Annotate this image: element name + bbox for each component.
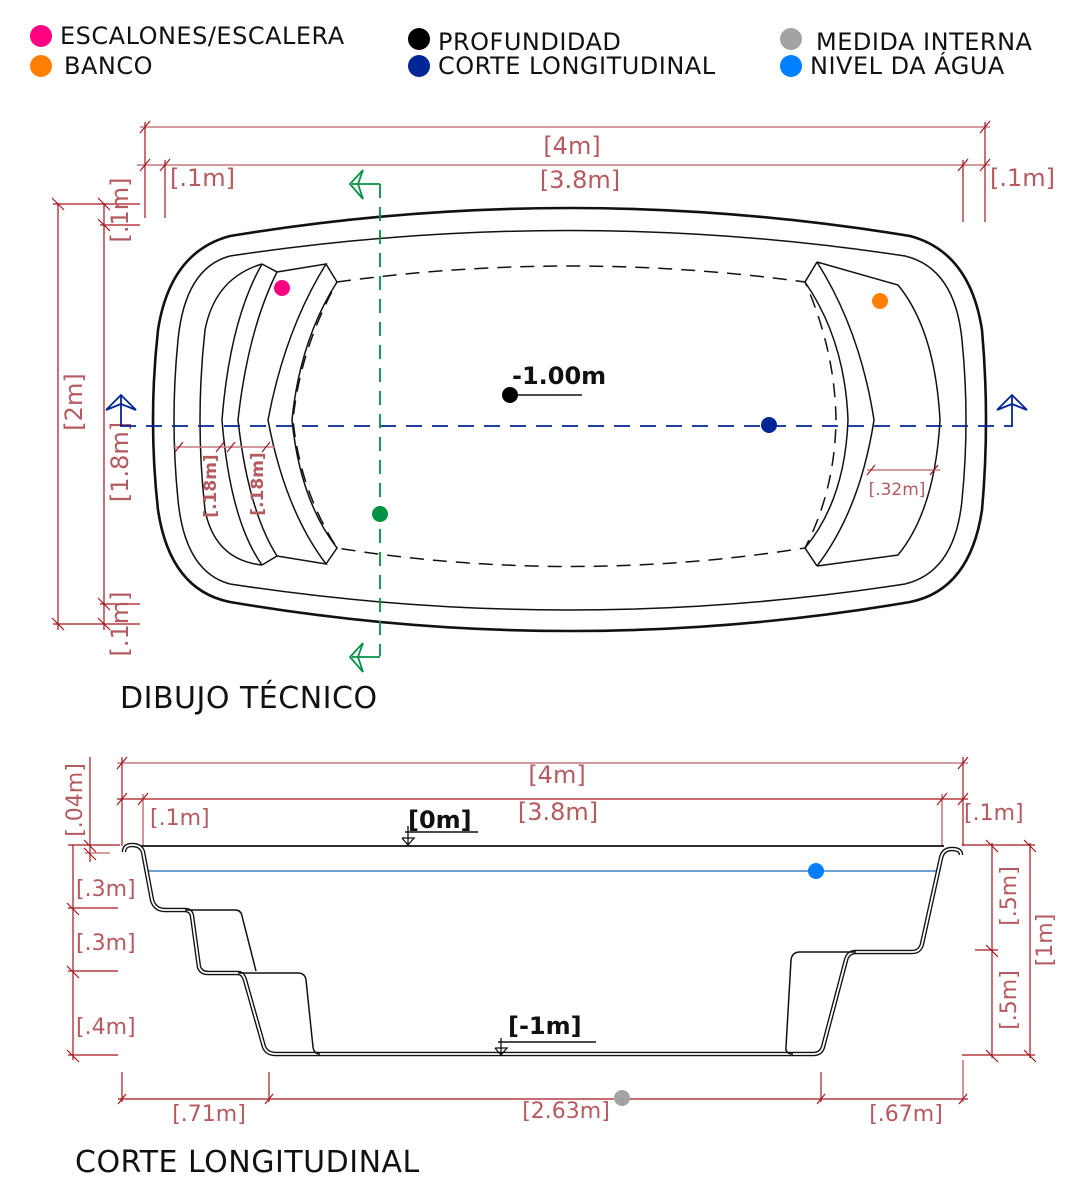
legend-item-corte: CORTE LONGITUDINAL xyxy=(408,52,716,80)
legend-item-nivel: NIVEL DA ÁGUA xyxy=(780,52,1005,80)
legend-dot-pink-icon xyxy=(30,25,52,47)
marker-banco xyxy=(872,293,888,309)
legend-label: MEDIDA INTERNA xyxy=(816,28,1033,56)
dim-rim-right: [.1m] xyxy=(990,164,1055,192)
step-outline-1 xyxy=(199,263,263,566)
pool-inner-rim xyxy=(173,229,967,611)
dim-step-height-1: [.3m] xyxy=(76,877,136,902)
top-horizontal-dimensions xyxy=(137,120,991,222)
cut-arrow-right-icon xyxy=(996,393,1028,426)
legend-item-escalones: ESCALONES/ESCALERA xyxy=(30,22,345,50)
dim-step-height-3: [.4m] xyxy=(76,1015,136,1040)
dim-section-internal-length: [3.8m] xyxy=(518,798,598,826)
dim-section-rim-left: [.1m] xyxy=(150,806,210,831)
step-outline-2 xyxy=(221,263,279,566)
cut-arrow-bottom-icon xyxy=(348,642,380,673)
dim-right-upper: [.5m] xyxy=(997,866,1022,926)
cut-arrow-top-icon xyxy=(348,169,380,200)
legend-label: BANCO xyxy=(64,52,153,80)
dim-step-height-2: [.3m] xyxy=(76,931,136,956)
top-view-drawing: [4m] [3.8m] [.1m] [.1m] [2m] [1.8m] [.1m… xyxy=(51,120,1055,673)
dim-bottom-left: [.71m] xyxy=(172,1102,246,1127)
top-vertical-dimensions xyxy=(51,197,140,631)
step-dimensions xyxy=(173,441,940,476)
dim-internal-width: [1.8m] xyxy=(106,422,134,502)
dim-internal-length: [3.8m] xyxy=(540,166,620,194)
level-top-label: [0m] xyxy=(408,806,472,834)
legend-dot-navy-icon xyxy=(408,55,430,77)
dim-bottom-right: [.67m] xyxy=(869,1102,943,1127)
legend-dot-black-icon xyxy=(408,28,430,50)
section-horizontal-dimensions xyxy=(116,756,969,846)
legend-dot-gray-icon xyxy=(780,28,802,50)
dim-step-1: [.18m] xyxy=(201,454,221,517)
legend-dot-blue-icon xyxy=(780,55,802,77)
dim-bottom-center: [2.63m] xyxy=(522,1099,610,1124)
dim-total-width: [2m] xyxy=(60,373,88,430)
marker-corte-transversal xyxy=(372,506,388,522)
depth-label: -1.00m xyxy=(512,362,606,390)
legend-dot-orange-icon xyxy=(30,55,52,77)
dim-rim-height: [.04m] xyxy=(63,763,88,837)
legend-item-profundidad: PROFUNDIDAD xyxy=(408,22,621,56)
level-marker-bottom-icon xyxy=(494,1038,509,1056)
dim-bench: [.32m] xyxy=(869,480,926,500)
section-bottom-dimensions xyxy=(117,1060,968,1105)
dim-total-depth: [1m] xyxy=(1033,914,1058,967)
cut-arrow-left-icon xyxy=(105,393,137,426)
section-view-title: CORTE LONGITUDINAL xyxy=(75,1145,420,1180)
dim-rim-bottom: [.1m] xyxy=(106,591,134,656)
legend-label: PROFUNDIDAD xyxy=(438,28,622,56)
step-outline-3 xyxy=(267,262,338,566)
level-bottom-label: [-1m] xyxy=(508,1012,582,1040)
marker-medida-interna xyxy=(614,1090,630,1106)
marker-escalones xyxy=(274,280,290,296)
level-marker-top-icon xyxy=(401,826,416,846)
marker-corte-longitudinal xyxy=(761,417,777,433)
dim-section-rim-right: [.1m] xyxy=(964,801,1024,826)
bench-outline xyxy=(804,261,941,567)
top-view-title: DIBUJO TÉCNICO xyxy=(120,681,378,716)
dim-step-2: [.18m] xyxy=(248,452,268,515)
pool-outer-rim xyxy=(151,206,988,633)
dim-rim-left: [.1m] xyxy=(170,164,235,192)
legend-label: NIVEL DA ÁGUA xyxy=(810,52,1005,80)
pool-section-profile-inner xyxy=(123,844,962,1055)
dim-total-length: [4m] xyxy=(543,132,600,160)
legend-item-medida: MEDIDA INTERNA xyxy=(780,22,1032,56)
section-right-dimensions xyxy=(962,839,1037,1063)
dim-section-total-length: [4m] xyxy=(528,761,585,789)
pool-floor-outline xyxy=(292,265,837,568)
section-left-dimensions xyxy=(66,757,120,1063)
legend-label: CORTE LONGITUDINAL xyxy=(438,52,716,80)
legend-label: ESCALONES/ESCALERA xyxy=(60,22,345,50)
marker-nivel-agua xyxy=(808,863,824,879)
dim-right-lower: [.5m] xyxy=(997,970,1022,1030)
legend-item-banco: BANCO xyxy=(30,52,153,80)
dim-rim-top: [.1m] xyxy=(106,177,134,242)
